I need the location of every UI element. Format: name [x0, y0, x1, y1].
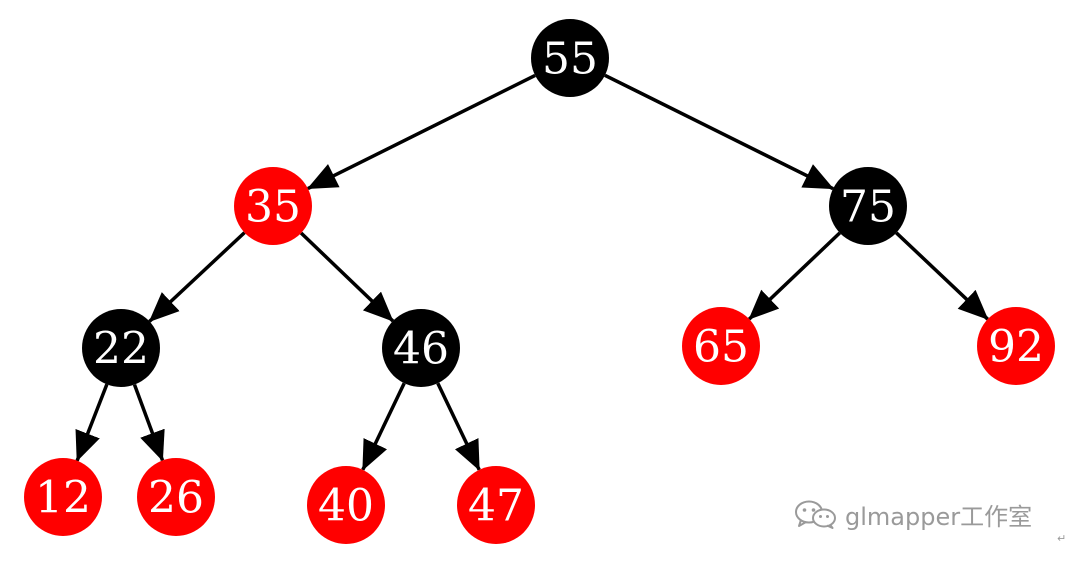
node-label: 65: [693, 322, 749, 373]
node-circle-black: [82, 309, 160, 387]
node-circle-red: [682, 307, 760, 385]
tree-node-65: 65: [682, 307, 760, 385]
tree-node-75: 75: [829, 167, 907, 245]
node-label: 40: [318, 481, 374, 532]
tree-node-47: 47: [457, 466, 535, 544]
tree-node-46: 46: [382, 309, 460, 387]
tree-node-40: 40: [307, 466, 385, 544]
nodes: 55 35 75 22 46 65 92 12 26 40 47: [24, 19, 1055, 544]
node-circle-red: [234, 167, 312, 245]
node-circle-black: [829, 167, 907, 245]
tree-node-22: 22: [82, 309, 160, 387]
edge-35-to-22: [148, 231, 246, 323]
tree-node-35: 35: [234, 167, 312, 245]
edge-46-to-47: [436, 382, 481, 471]
paragraph-return-mark: ↵: [1057, 532, 1067, 545]
node-circle-black: [531, 19, 609, 97]
node-circle-red: [24, 458, 102, 536]
node-label: 26: [148, 473, 204, 524]
node-label: 12: [35, 473, 91, 524]
node-circle-black: [382, 309, 460, 387]
node-label: 75: [840, 182, 896, 233]
tree-node-12: 12: [24, 458, 102, 536]
edge-75-to-92: [895, 231, 989, 321]
node-label: 92: [988, 322, 1044, 373]
watermark: glmapper工作室: [793, 497, 1032, 531]
node-circle-red: [977, 307, 1055, 385]
edge-35-to-46: [299, 231, 395, 323]
edges: [75, 73, 989, 471]
edge-22-to-12: [75, 383, 109, 462]
wechat-icon: [795, 500, 836, 529]
node-label: 22: [93, 324, 149, 375]
tree-node-55: 55: [531, 19, 609, 97]
node-label: 55: [542, 34, 598, 85]
tree-node-26: 26: [137, 458, 215, 536]
edge-46-to-40: [361, 382, 406, 471]
watermark-text: glmapper工作室: [845, 502, 1033, 531]
edge-22-to-26: [132, 383, 165, 462]
tree-node-92: 92: [977, 307, 1055, 385]
edge-55-to-35: [307, 73, 536, 191]
node-label: 35: [245, 182, 301, 233]
node-circle-red: [137, 458, 215, 536]
edge-55-to-75: [604, 73, 834, 191]
node-circle-red: [457, 466, 535, 544]
edge-75-to-65: [747, 231, 842, 321]
node-label: 47: [468, 481, 524, 532]
node-label: 46: [393, 324, 449, 375]
node-circle-red: [307, 466, 385, 544]
